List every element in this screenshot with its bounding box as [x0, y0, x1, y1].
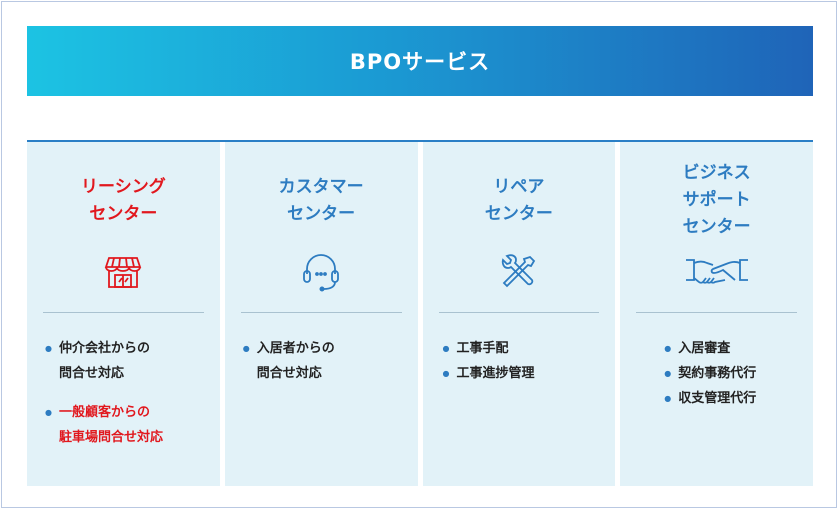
list-item: 工事手配 — [443, 336, 608, 361]
column-divider — [43, 312, 204, 313]
banner-title: BPOサービス — [349, 50, 491, 74]
service-columns: リーシング センター 仲介会社からの 問合せ対応 一般顧客からの 駐車場問合せ対… — [27, 142, 813, 486]
repair-center-items: 工事手配 工事進捗管理 — [443, 336, 608, 386]
customer-center-column: カスタマー センター 入居者からの 問合せ対応 — [224, 142, 418, 486]
repair-center-title: リペア センター — [484, 177, 553, 224]
business-support-center-title: ビジネス サポート センター — [682, 163, 751, 237]
business-support-center-column: ビジネス サポート センター 入居審査 契約事務代行 収支管理代行 — [620, 142, 813, 486]
list-item: 入居者からの 問合せ対応 — [243, 336, 410, 386]
list-item: 入居審査 — [664, 336, 805, 361]
leasing-center-title: リーシング センター — [81, 177, 166, 224]
list-item-highlighted: 一般顧客からの 駐車場問合せ対応 — [45, 400, 212, 450]
list-item: 仲介会社からの 問合せ対応 — [45, 336, 212, 386]
customer-center-items: 入居者からの 問合せ対応 — [243, 336, 410, 386]
customer-center-title: カスタマー センター — [278, 177, 364, 224]
storefront-icon — [101, 250, 145, 294]
list-item: 工事進捗管理 — [443, 361, 608, 386]
leasing-center-items: 仲介会社からの 問合せ対応 一般顧客からの 駐車場問合せ対応 — [45, 336, 212, 450]
bpo-services-banner: BPOサービス — [27, 26, 813, 96]
column-divider — [240, 312, 402, 313]
headset-icon — [299, 250, 343, 294]
leasing-center-column: リーシング センター 仲介会社からの 問合せ対応 一般顧客からの 駐車場問合せ対… — [27, 142, 220, 486]
business-support-center-items: 入居審査 契約事務代行 収支管理代行 — [664, 336, 805, 411]
tools-icon — [497, 250, 541, 294]
list-item: 契約事務代行 — [664, 361, 805, 386]
handshake-icon — [683, 250, 751, 294]
column-divider — [636, 312, 797, 313]
columns-top-rule — [27, 140, 813, 142]
list-item: 収支管理代行 — [664, 386, 805, 411]
column-divider — [438, 312, 600, 313]
repair-center-column: リペア センター 工事手配 工事進捗管理 — [422, 142, 616, 486]
